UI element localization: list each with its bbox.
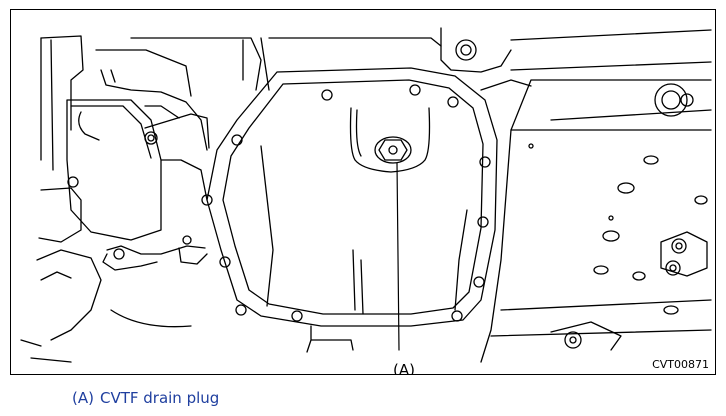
valve-body-plate-right: [480, 79, 712, 363]
transmission-case-left: [20, 35, 262, 363]
caption-text: CVTF drain plug: [99, 389, 220, 407]
oil-pan-bolts: [201, 84, 491, 322]
oil-pan: [201, 67, 498, 353]
drain-plug: [374, 136, 412, 164]
oil-pan-inner-edge: [222, 79, 484, 315]
diagram-frame: (A) CVT00871: [10, 9, 716, 375]
transmission-case-top: [242, 27, 712, 91]
caption-key: (A): [72, 389, 94, 407]
transmission-oil-pan-illustration: [20, 27, 712, 363]
oil-pan-outer-flange: [206, 67, 498, 327]
callout-label-a: (A): [393, 361, 415, 375]
figure-code: CVT00871: [652, 358, 709, 371]
callout-leader-line: [396, 162, 400, 351]
figure-caption: (A) CVTF drain plug: [72, 389, 219, 407]
